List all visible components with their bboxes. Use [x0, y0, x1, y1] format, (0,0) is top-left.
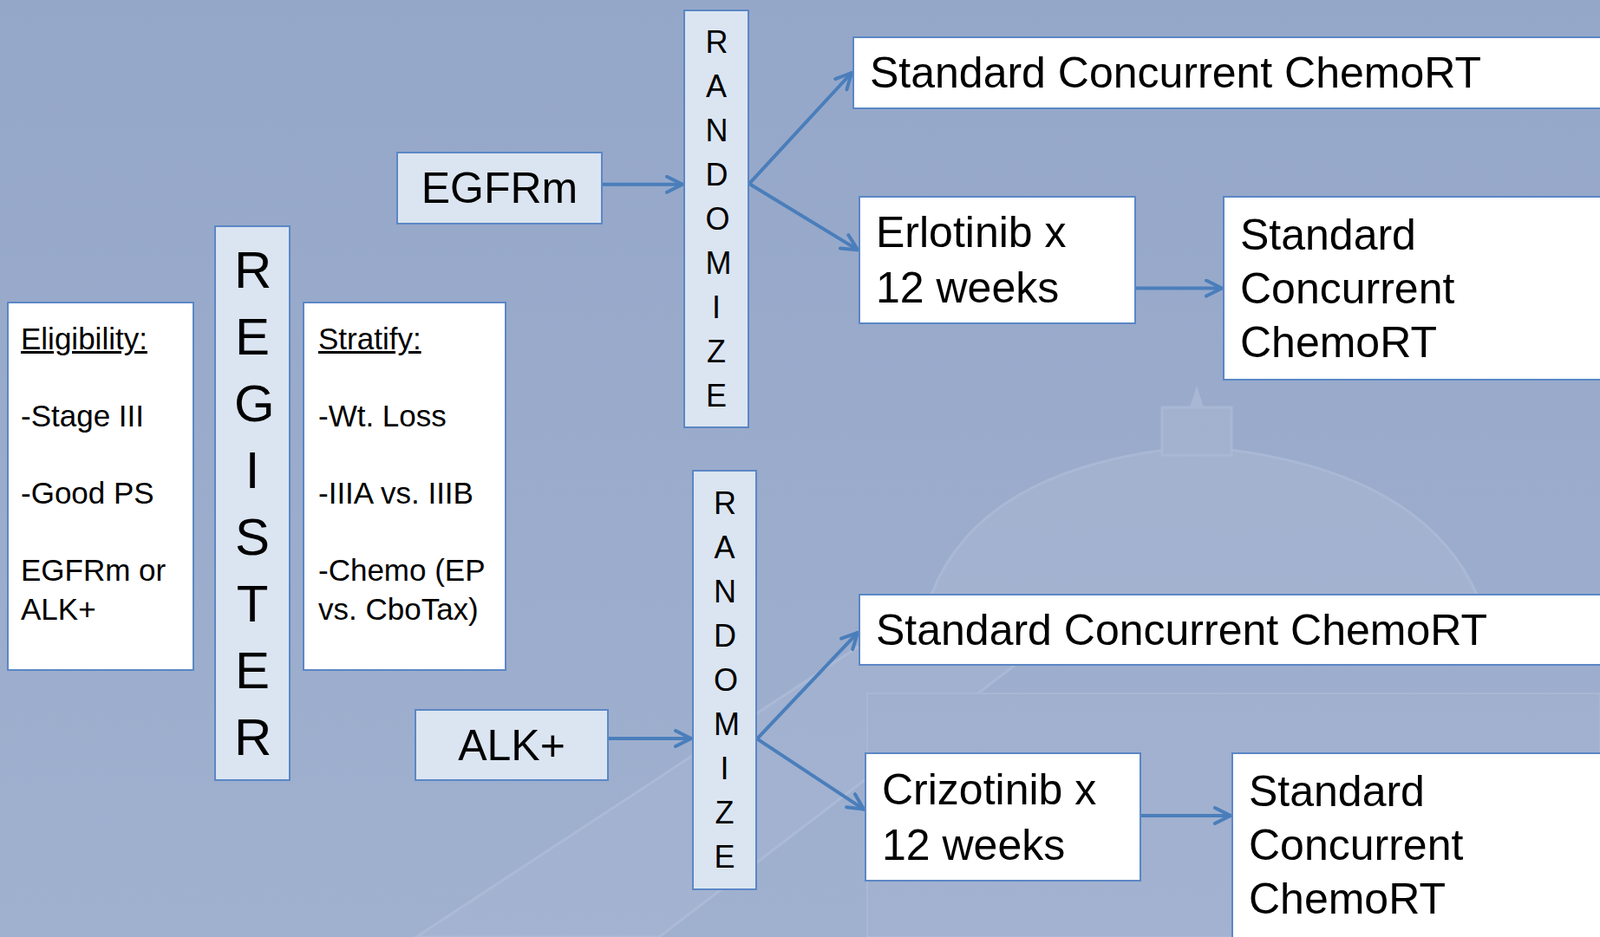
node-text: Stratify:	[318, 319, 422, 359]
group-box: EGFRm	[396, 151, 603, 225]
node-text: -Good PS	[20, 473, 155, 513]
arrow-connector	[1136, 287, 1222, 291]
node-text: EGFRm	[421, 162, 579, 215]
group-box: ALK+	[414, 709, 609, 782]
node-text: EGFRm or ALK+	[20, 550, 181, 629]
arrow-connector	[757, 633, 858, 740]
register-bar: REGISTER	[214, 225, 291, 782]
node-text: -IIIA vs. IIIB	[318, 473, 474, 513]
node-text: Eligibility:	[20, 319, 148, 359]
node-text: ALK+	[457, 719, 566, 772]
arrow-connector	[749, 72, 852, 184]
eligibility-box: Eligibility: -Stage III -Good PS EGFRm or A…	[6, 301, 195, 672]
treatment-box: Standard Concurrent ChemoRT	[858, 594, 1600, 667]
drug-box: Erlotinib x 12 weeks	[858, 195, 1137, 325]
stratify-box: Stratify: -Wt. Loss -IIIA vs. IIIB -Chemo (…	[302, 301, 507, 672]
node-text: -Chemo (EP vs. CboTax)	[318, 550, 491, 629]
arrow-connector	[749, 183, 858, 250]
node-text: Standard Concurrent ChemoRT	[1248, 764, 1592, 927]
statue-shape	[1189, 385, 1204, 408]
node-text: -Stage III	[20, 396, 144, 436]
arrow-connector	[602, 182, 683, 187]
treatment-box: Standard Concurrent ChemoRT	[1222, 195, 1600, 381]
drug-box: Crizotinib x 12 weeks	[864, 752, 1142, 882]
cupola-shape	[1162, 407, 1232, 456]
arrow-connector	[608, 737, 692, 741]
node-text: Standard Concurrent ChemoRT	[1240, 208, 1592, 370]
node-text: RANDOMIZE	[713, 481, 736, 880]
node-text: REGISTER	[234, 236, 271, 771]
node-text: Standard Concurrent ChemoRT	[875, 604, 1488, 657]
node-text: RANDOMIZE	[705, 19, 727, 418]
arrow-connector	[757, 738, 864, 810]
node-text: Standard Concurrent ChemoRT	[869, 46, 1482, 99]
node-text: -Wt. Loss	[318, 396, 447, 436]
arrow-connector	[1141, 814, 1231, 818]
node-text: Erlotinib x 12 weeks	[875, 204, 1119, 316]
treatment-box: Standard Concurrent ChemoRT	[852, 36, 1600, 110]
randomize-bar: RANDOMIZE	[683, 9, 750, 429]
treatment-box: Standard Concurrent ChemoRT	[1231, 752, 1600, 937]
randomize-bar: RANDOMIZE	[692, 470, 758, 891]
node-text: Crizotinib x 12 weeks	[881, 762, 1124, 874]
